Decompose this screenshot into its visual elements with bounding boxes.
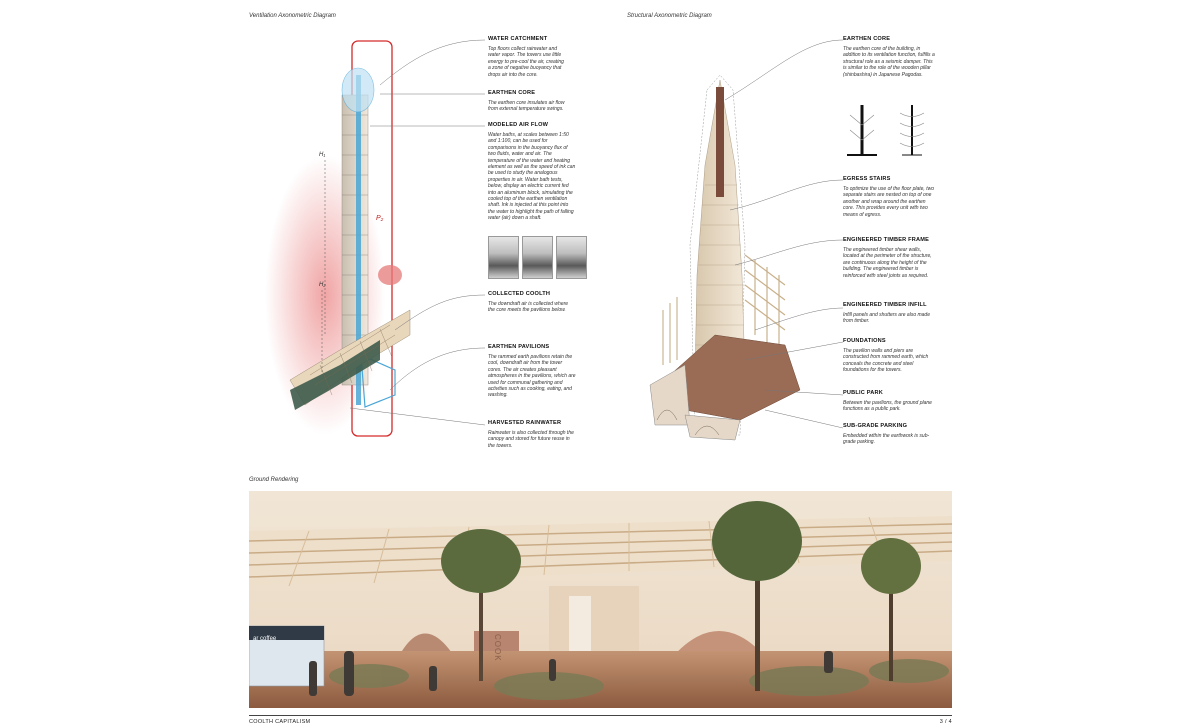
- pagoda-pillar-icon: [847, 105, 877, 156]
- earthen-core: [716, 87, 724, 197]
- callout-body: Embedded within the earthwork is sub-gra…: [843, 433, 930, 446]
- callout-body: Between the pavilions, the ground plane …: [843, 400, 932, 413]
- callout-public-park: PUBLIC PARK Between the pavilions, the g…: [843, 390, 935, 413]
- rendering-caption: Ground Rendering: [249, 477, 299, 483]
- heat-bulb: [378, 265, 402, 285]
- cart-sign: ar coffee: [253, 636, 277, 642]
- callout-body: Water baths, at scales between 1:50 and …: [488, 132, 576, 222]
- timber-frame: [744, 254, 786, 350]
- earth-wall: [399, 633, 454, 656]
- callout-title: WATER CATCHMENT: [488, 36, 548, 42]
- callout-foundations: FOUNDATIONS The pavilion walls and piers…: [843, 338, 935, 374]
- water-bath-image: [556, 236, 587, 279]
- shinbashira-icons: [847, 105, 925, 156]
- callout-earthen-core-vent: EARTHEN CORE The earthen core insulates …: [488, 90, 568, 113]
- water-bath-images: [488, 236, 587, 279]
- back-pavilion: [549, 586, 639, 656]
- right-diagram-caption: Structural Axonometric Diagram: [627, 13, 712, 19]
- callout-egress-stairs: EGRESS STAIRS To optimize the use of the…: [843, 176, 935, 218]
- callout-title: ENGINEERED TIMBER INFILL: [843, 302, 927, 308]
- footer-rule: [249, 715, 952, 716]
- footer-title: COOLTH CAPITALISM: [249, 719, 311, 725]
- foundation-front: [684, 414, 741, 441]
- callout-timber-infill: ENGINEERED TIMBER INFILL Infill panels a…: [843, 302, 935, 325]
- callout-body: The engineered timber shear walls, locat…: [843, 247, 932, 279]
- callout-timber-frame: ENGINEERED TIMBER FRAME The engineered t…: [843, 237, 935, 279]
- page-number: 3 / 4: [939, 719, 952, 725]
- rendering-scene: [249, 491, 952, 708]
- foundation-left: [649, 364, 691, 426]
- ventilation-leaders: [349, 39, 486, 426]
- callout-title: EGRESS STAIRS: [843, 176, 891, 182]
- callout-collected-coolth: COLLECTED COOLTH The downdraft air is co…: [488, 291, 576, 314]
- callout-body: The earthen core insulates air flow from…: [488, 100, 565, 113]
- callout-sub-grade-parking: SUB-GRADE PARKING Embedded within the ea…: [843, 423, 935, 446]
- callout-body: The rammed earth pavilions retain the co…: [488, 354, 576, 399]
- envelope-outline: [689, 74, 746, 436]
- callout-body: The earthen core of the building, in add…: [843, 46, 935, 78]
- callout-title: MODELED AIR FLOW: [488, 122, 549, 128]
- people: [309, 651, 833, 696]
- coolth-loop: [360, 354, 396, 408]
- structural-diagram: [649, 74, 801, 441]
- callout-earthen-pavilions: EARTHEN PAVILIONS The rammed earth pavil…: [488, 344, 576, 399]
- callout-title: ENGINEERED TIMBER FRAME: [843, 237, 930, 243]
- callout-body: Rainwater is also collected through the …: [488, 430, 574, 449]
- p-top-label: P₁: [374, 69, 381, 76]
- tree: [861, 538, 921, 681]
- tree: [712, 501, 802, 691]
- ground-rendering: ar coffee COOK: [249, 491, 952, 708]
- callout-body: To optimize the use of the floor plate, …: [843, 186, 934, 218]
- tower-core-icon: [899, 105, 925, 156]
- airflow-shaft: [356, 75, 361, 405]
- callout-title: COLLECTED COOLTH: [488, 291, 551, 297]
- callout-title: SUB-GRADE PARKING: [843, 423, 908, 429]
- callout-title: EARTHEN CORE: [843, 36, 891, 42]
- callout-water-catchment: WATER CATCHMENT Top floors collect rainw…: [488, 36, 568, 78]
- callout-title: HARVESTED RAINWATER: [488, 420, 562, 426]
- catchment-bulb: [341, 67, 375, 113]
- h-upper-label: H₁: [319, 152, 326, 158]
- ventilation-diagram: [265, 40, 411, 437]
- callout-body: Top floors collect rainwater and water v…: [488, 46, 564, 78]
- callout-title: EARTHEN CORE: [488, 90, 536, 96]
- callout-body: Infill panels and shutters are also made…: [843, 312, 930, 325]
- tree: [441, 529, 521, 681]
- structural-leaders: [724, 39, 844, 429]
- callout-title: FOUNDATIONS: [843, 338, 886, 344]
- callout-body: The pavilion walls and piers are constru…: [843, 348, 929, 374]
- water-bath-image: [522, 236, 553, 279]
- left-diagram-caption: Ventilation Axonometric Diagram: [249, 13, 336, 19]
- callout-modeled-air-flow: MODELED AIR FLOW Water baths, at scales …: [488, 122, 576, 222]
- callout-harvested-rainwater: HARVESTED RAINWATER Rainwater is also co…: [488, 420, 576, 449]
- h-lower-label: H₂: [319, 282, 326, 288]
- water-bath-image: [488, 236, 519, 279]
- callout-body: The downdraft air is collected where the…: [488, 301, 569, 314]
- callout-title: PUBLIC PARK: [843, 390, 884, 396]
- p-mid-label: P₂: [376, 215, 384, 222]
- callout-earthen-core-struct: EARTHEN CORE The earthen core of the bui…: [843, 36, 935, 78]
- wall-inscription: COOK: [493, 634, 502, 662]
- green-ground: [290, 340, 380, 410]
- doorway: [569, 596, 591, 651]
- callout-title: EARTHEN PAVILIONS: [488, 344, 550, 350]
